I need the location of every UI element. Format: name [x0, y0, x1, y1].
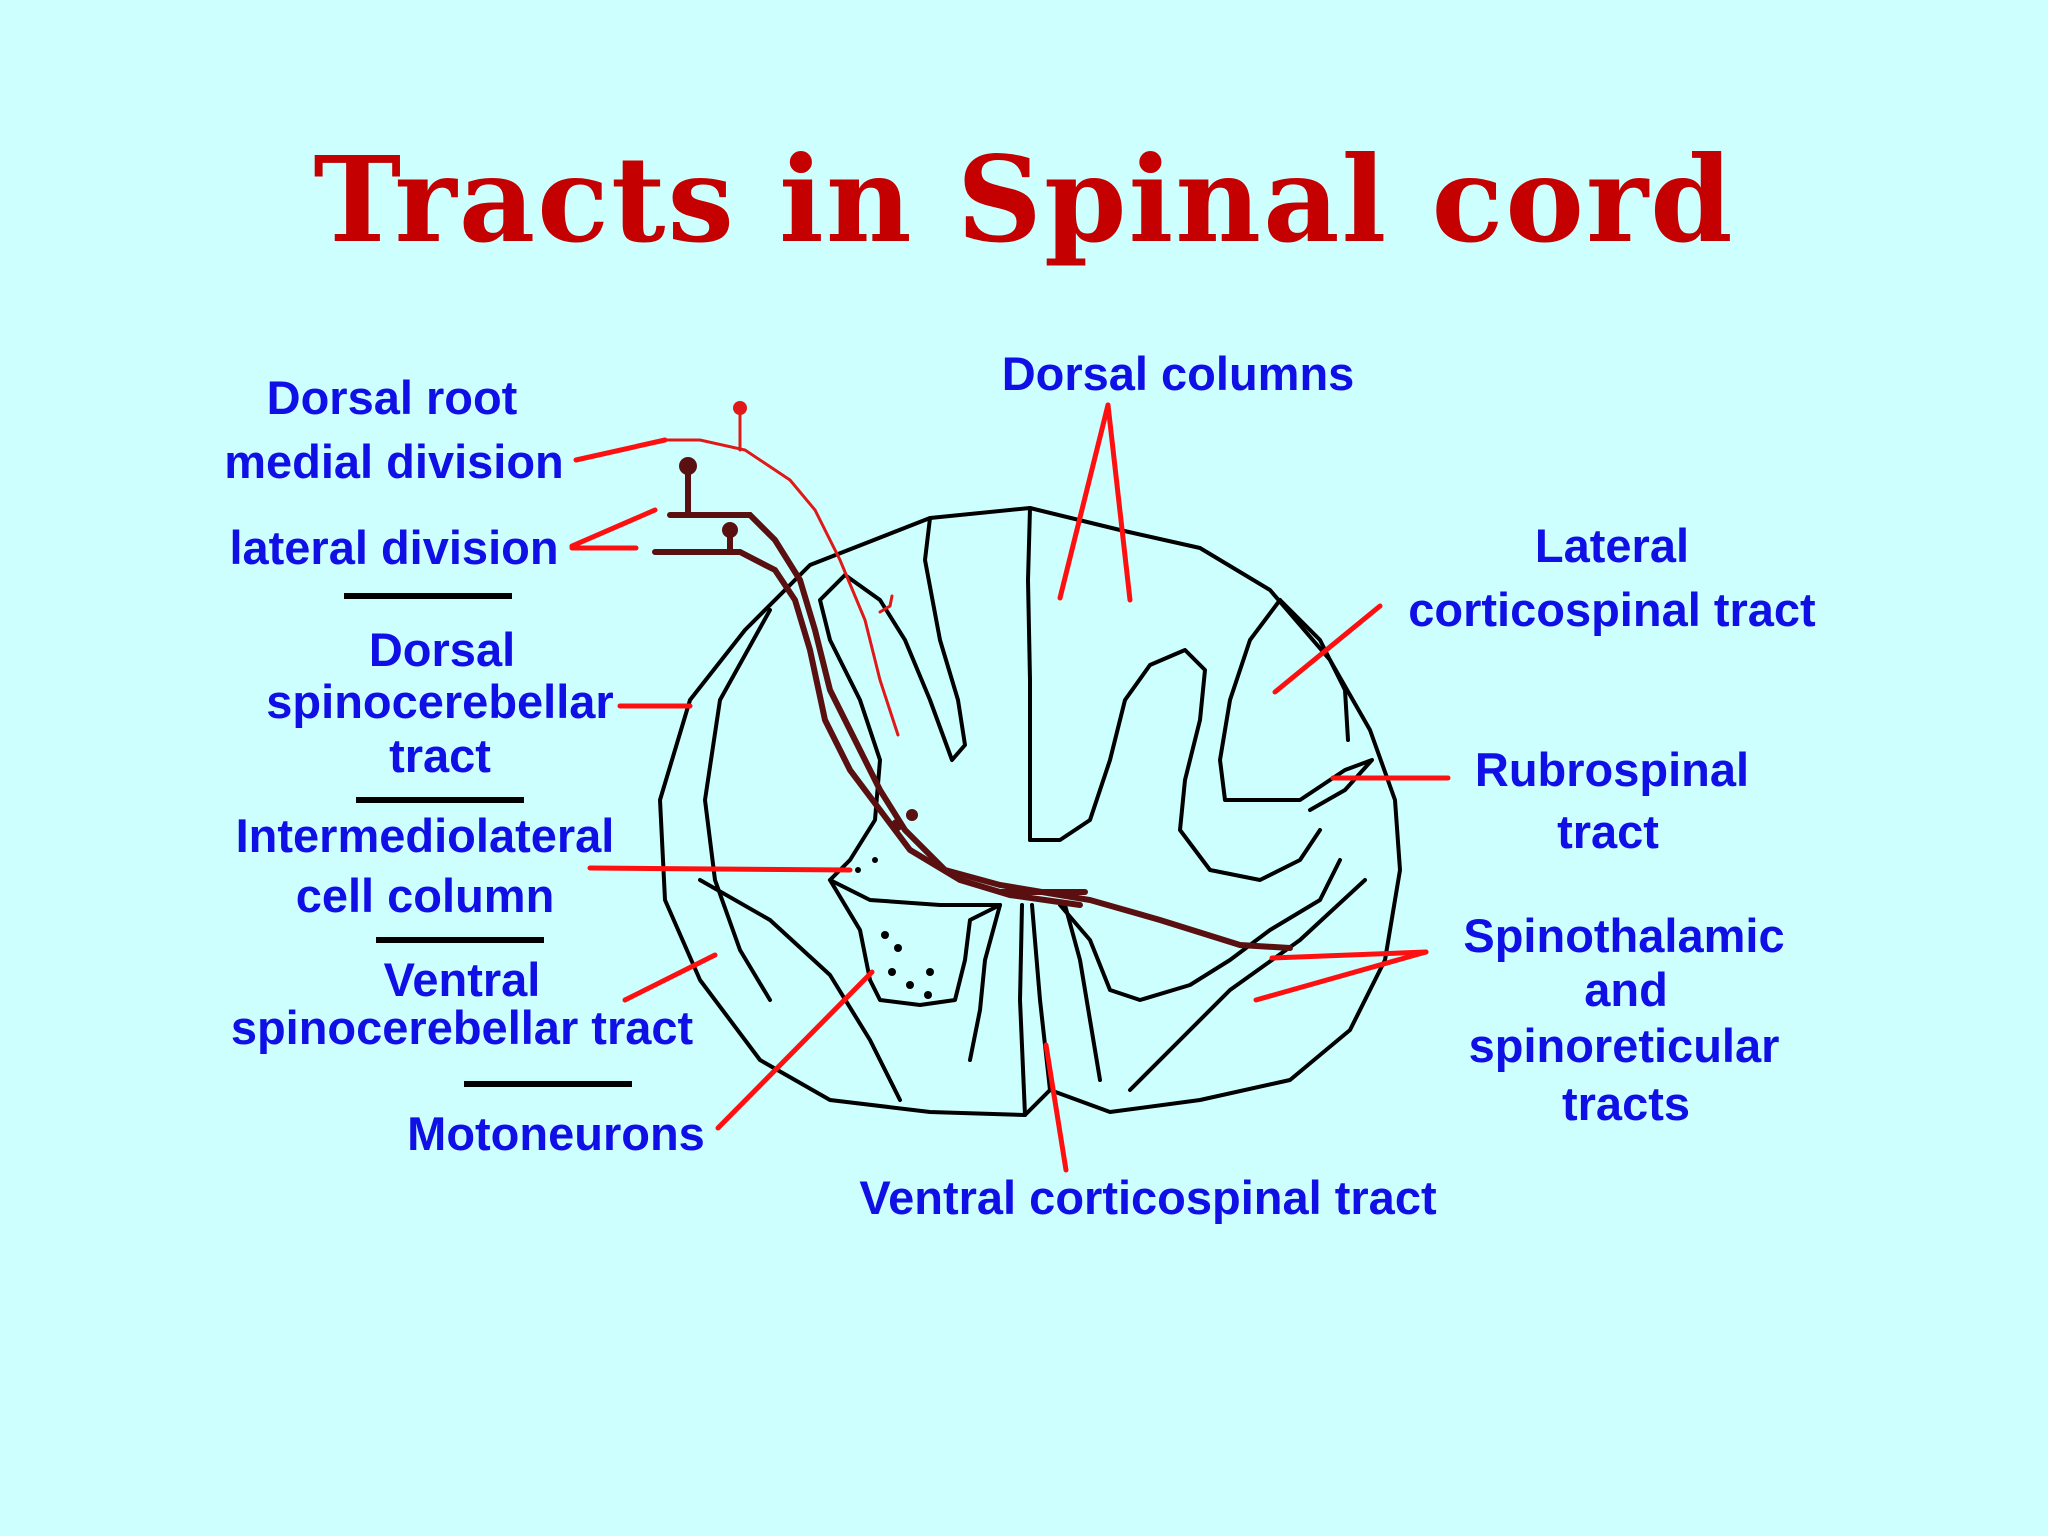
- pointer-spinothalamic-b: [1253, 949, 1429, 1003]
- pointer-lateral-division-a: [569, 507, 658, 549]
- label-dorsal-spino-1: Dorsal: [369, 623, 515, 676]
- label-medial-division: medial division: [224, 435, 564, 488]
- ventral-median-fissure: [1018, 903, 1052, 1117]
- label-dorsal-spino-3: tract: [389, 729, 491, 782]
- pointer-lateral-corticospinal: [1272, 603, 1383, 695]
- label-intermedio-2: cell column: [296, 869, 555, 922]
- pointer-spinothalamic-a: [1269, 949, 1429, 961]
- motoneuron-dots: [855, 857, 934, 999]
- pointer-intermediolateral: [587, 865, 853, 873]
- dorsal-median-septum: [1026, 506, 1032, 842]
- label-dorsal-columns: Dorsal columns: [1002, 347, 1355, 400]
- label-lateral-division: lateral division: [229, 521, 558, 574]
- pointer-motoneurons: [715, 969, 875, 1131]
- lateral-division-fiber-1: [667, 512, 1293, 951]
- pointer-lines: [569, 402, 1451, 1173]
- label-lateral-cs-2: corticospinal tract: [1408, 583, 1816, 636]
- medial-division-fiber: [663, 438, 900, 737]
- label-spinothal-3: spinoreticular: [1469, 1019, 1780, 1072]
- right-ventral-septal-line: [1063, 903, 1102, 1082]
- label-ventral-spino-2: spinocerebellar tract: [231, 1001, 694, 1054]
- label-dorsal-spino-2: spinocerebellar: [266, 675, 613, 728]
- label-spinothal-4: tracts: [1562, 1077, 1690, 1130]
- label-motoneurons: Motoneurons: [407, 1107, 705, 1160]
- lateral-division-fiber-2: [652, 549, 1083, 908]
- label-rubrospinal-1: Rubrospinal: [1475, 743, 1749, 796]
- separators: [344, 593, 632, 1087]
- right-ventral-funiculus-line: [1128, 878, 1367, 1092]
- label-lateral-cs-1: Lateral: [1535, 519, 1689, 572]
- label-ventral-spino-1: Ventral: [384, 953, 541, 1006]
- label-dorsal-root: Dorsal root: [267, 371, 518, 424]
- left-ventral-funiculus-line: [698, 878, 902, 1102]
- pointer-ventral-corticospinal: [1043, 1042, 1069, 1173]
- page-title: Tracts in Spinal cord: [313, 130, 1735, 269]
- gray-matter-right-dorsal-horn: [1028, 648, 1322, 882]
- left-ventral-septal-line: [968, 903, 1002, 1062]
- right-lateral-funiculus-line: [1218, 598, 1374, 812]
- pointer-dorsal-columns-left: [1057, 402, 1111, 601]
- gray-matter-left-ventral-horn: [828, 878, 1002, 1007]
- gray-matter-left-dorsal-horn: [818, 516, 1002, 907]
- dorsal-root-fibers: [652, 401, 1293, 951]
- label-rubrospinal-2: tract: [1557, 805, 1659, 858]
- spinal-cord-outline: [658, 506, 1402, 1117]
- pointer-dorsal-root-medial: [573, 437, 668, 463]
- label-ventral-cs: Ventral corticospinal tract: [859, 1171, 1437, 1224]
- right-lateral-tract-line: [1278, 598, 1350, 742]
- left-lateral-funiculus-line: [703, 608, 772, 1002]
- pointer-ventral-spinocerebellar: [622, 952, 718, 1003]
- label-spinothal-1: Spinothalamic: [1463, 909, 1784, 962]
- label-spinothal-2: and: [1584, 963, 1668, 1016]
- gray-matter-right-ventral-horn: [1058, 858, 1342, 1002]
- pointer-dorsal-columns-right: [1105, 402, 1133, 603]
- label-intermedio-1: Intermediolateral: [236, 809, 615, 862]
